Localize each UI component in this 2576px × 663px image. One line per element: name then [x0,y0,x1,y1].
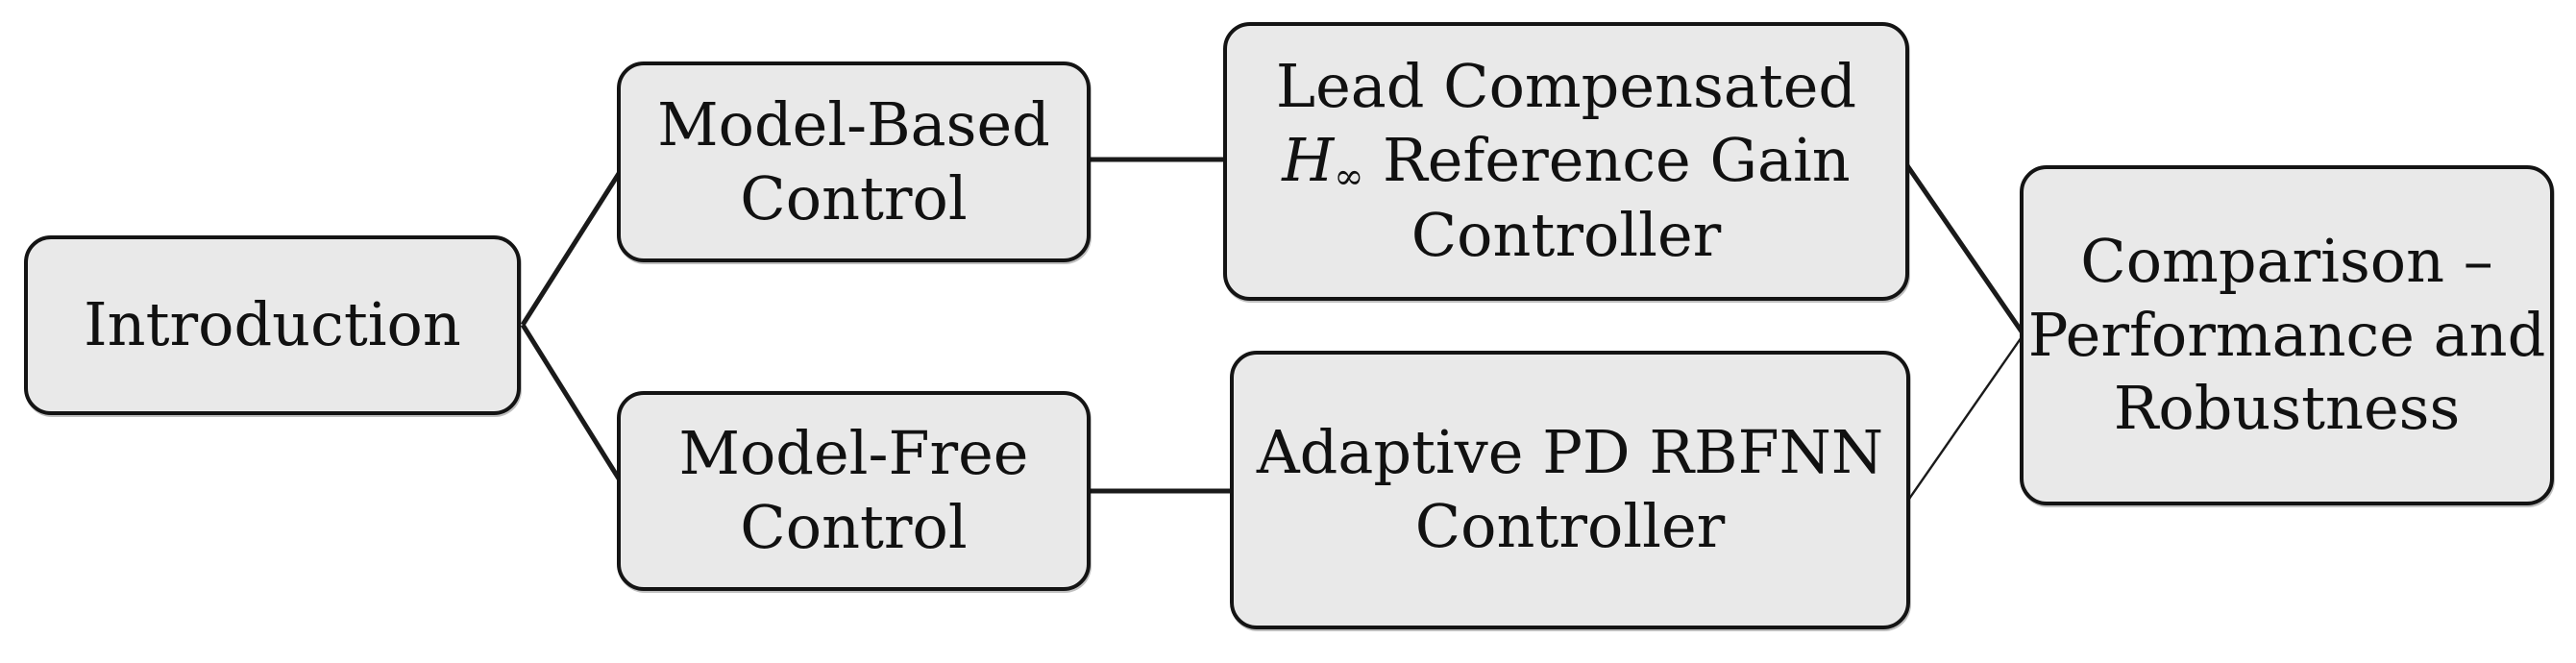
node-lead-line-2: H∞ Reference Gain [1282,124,1850,198]
h-infinity-subscript: ∞ [1334,155,1364,198]
node-model-based-line-1: Model-Based [657,88,1050,160]
node-introduction-label: Introduction [84,289,461,360]
node-model-free-control: Model-Free Control [617,391,1091,591]
node-model-free-line-1: Model-Free [678,418,1029,489]
node-model-free-line-2: Control [740,492,968,562]
node-lead-line-1: Lead Compensated [1275,51,1857,122]
node-lead-hinf-controller: Lead Compensated H∞ Reference Gain Contr… [1223,22,1909,301]
edge-introduction-to-model-based [520,160,629,327]
edge-introduction-to-model-free [520,323,629,493]
node-introduction: Introduction [24,235,521,415]
node-comparison-line-2: Performance and [2027,299,2546,370]
h-infinity-symbol: H [1282,125,1335,196]
node-comparison-line-1: Comparison – [2080,225,2493,296]
edge-lead-hinf-to-comparison [1901,160,2026,336]
node-adaptive-line-1: Adaptive PD RBFNN [1256,417,1884,488]
node-comparison-performance-robustness: Comparison – Performance and Robustness [2020,165,2554,505]
node-model-based-line-2: Control [740,162,968,233]
node-adaptive-line-2: Controller [1414,491,1726,561]
node-lead-line-2-rest: Reference Gain [1363,125,1851,196]
edge-adaptive-to-comparison [1906,333,2024,503]
node-lead-line-3: Controller [1411,199,1722,270]
node-comparison-line-3: Robustness [2113,373,2461,444]
node-adaptive-pd-rbfnn-controller: Adaptive PD RBFNN Controller [1230,351,1910,629]
node-model-based-control: Model-Based Control [617,61,1091,262]
